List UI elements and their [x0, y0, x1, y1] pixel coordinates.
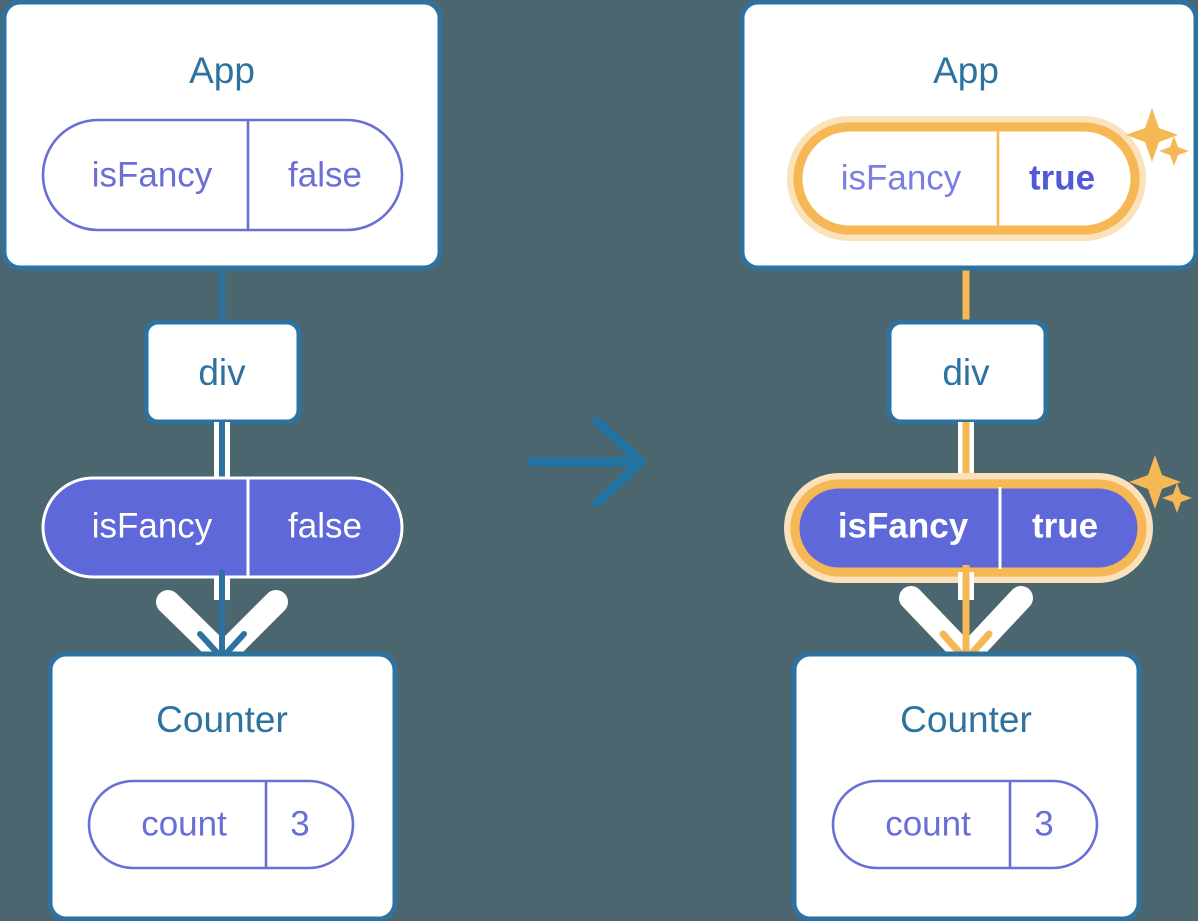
prop-value-before: false	[288, 506, 362, 545]
sparkle-icon-prop-after	[1129, 455, 1192, 513]
counter-state-pill-after[interactable]: count 3	[831, 779, 1099, 870]
counter-state-key-before: count	[141, 804, 227, 843]
app-state-pill-after[interactable]: isFancy true	[787, 116, 1146, 241]
sparkle-icon-app-after	[1126, 108, 1189, 166]
prop-pill-after[interactable]: isFancy true	[784, 473, 1153, 583]
after-panel: App isFancy true div	[739, 0, 1198, 921]
app-title-after: App	[933, 50, 999, 91]
prop-key-after: isFancy	[838, 506, 969, 545]
prop-key-before: isFancy	[92, 506, 213, 545]
counter-title-after: Counter	[900, 699, 1032, 740]
app-title-before: App	[189, 50, 255, 91]
prop-pill-before[interactable]: isFancy false	[41, 476, 404, 579]
counter-state-value-before: 3	[290, 804, 309, 843]
before-panel: App isFancy false div isFancy false	[1, 0, 443, 921]
div-label-after: div	[942, 352, 990, 393]
counter-state-value-after: 3	[1034, 804, 1053, 843]
app-state-key-before: isFancy	[92, 155, 213, 194]
app-state-pill-before[interactable]: isFancy false	[41, 118, 404, 232]
app-state-value-before: false	[288, 155, 362, 194]
app-state-value-after: true	[1029, 158, 1095, 197]
transition-arrow	[527, 416, 646, 508]
counter-state-key-after: count	[885, 804, 971, 843]
div-label-before: div	[198, 352, 246, 393]
counter-title-before: Counter	[156, 699, 288, 740]
prop-value-after: true	[1032, 506, 1098, 545]
app-state-key-after: isFancy	[841, 158, 962, 197]
counter-state-pill-before[interactable]: count 3	[87, 779, 355, 870]
